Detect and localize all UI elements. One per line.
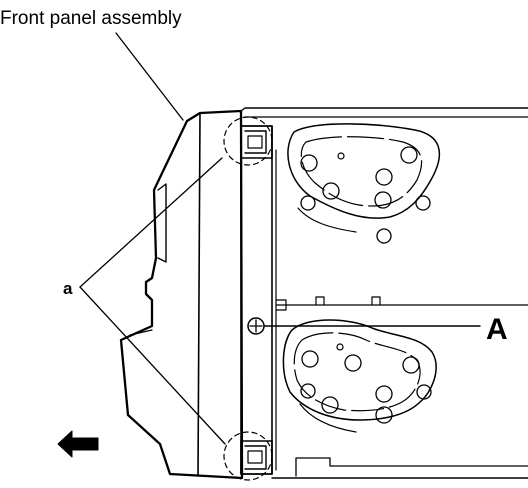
panel-knob-upper [157,183,167,263]
leader-line-assembly [115,32,184,121]
label-a: a [63,279,73,298]
middle-rail-tab [275,299,287,311]
latch-lower-highlight-circle [223,431,273,481]
circuit-plate-lower [282,319,437,433]
middle-rail-notch-1 [315,296,325,306]
screw-a [247,317,265,335]
latch-upper-highlight-circle [223,116,273,166]
leader-line-a-lower [79,286,226,445]
label-A: A [486,313,508,346]
latch-lower [223,431,273,481]
top-rail-outer [240,107,528,112]
latch-upper [223,116,273,166]
panel-step [129,329,153,336]
arrow-left-icon [57,430,99,458]
front-panel-outline [119,109,244,480]
leader-line-a-upper [79,157,223,288]
circuit-plate-upper [287,123,441,244]
middle-rail-notch-2 [371,296,381,306]
chassis-frame-strip [240,125,273,475]
label-front-panel-assembly: Front panel assembly [0,8,182,29]
bottom-rail-inner [295,457,528,477]
panel-inner-edge [197,112,201,477]
